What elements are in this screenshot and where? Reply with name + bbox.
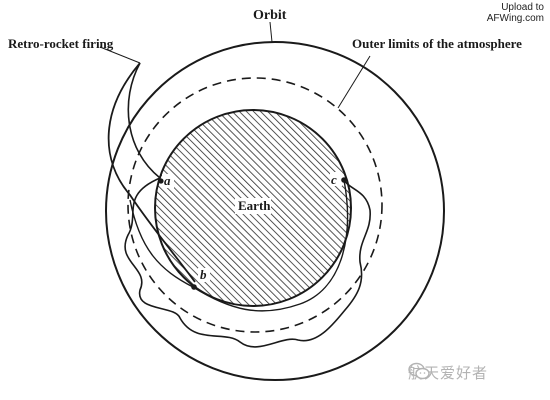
source-watermark: 航天爱好者 [408, 362, 488, 383]
point-c-label: c [331, 172, 337, 187]
upload-line-1: Upload to [501, 2, 544, 13]
orbit-label: Orbit [253, 8, 287, 23]
point-b-box [198, 268, 210, 282]
leader-orbit [269, 21, 273, 43]
trajectory-entry-a [127, 62, 161, 179]
point-a-box [162, 174, 174, 188]
leader-retro-rocket [99, 46, 141, 64]
atmosphere-label: Outer limits of the atmosphere [352, 36, 522, 51]
leader-atmosphere [337, 55, 371, 109]
source-watermark-text: 航天爱好者 [408, 364, 489, 382]
retro-rocket-label: Retro-rocket firing [8, 36, 114, 51]
earth-label: Earth [238, 198, 271, 213]
inner-reentry-path [129, 179, 349, 312]
point-b-dot [191, 284, 197, 290]
orbit-circle [105, 41, 445, 381]
wechat-icon [408, 362, 430, 380]
point-c-box [330, 172, 342, 186]
skip-reentry-path [124, 177, 371, 348]
upload-line-2: AFWing.com [486, 13, 544, 24]
earth-label-bg [235, 198, 271, 214]
atmosphere-boundary [127, 77, 383, 333]
point-b-label: b [200, 267, 207, 282]
upload-watermark: Upload to AFWing.com [487, 2, 544, 24]
point-c-dot [341, 177, 347, 183]
point-a-label: a [164, 173, 171, 188]
reentry-trajectory [107, 62, 196, 283]
point-a-dot [158, 178, 164, 184]
